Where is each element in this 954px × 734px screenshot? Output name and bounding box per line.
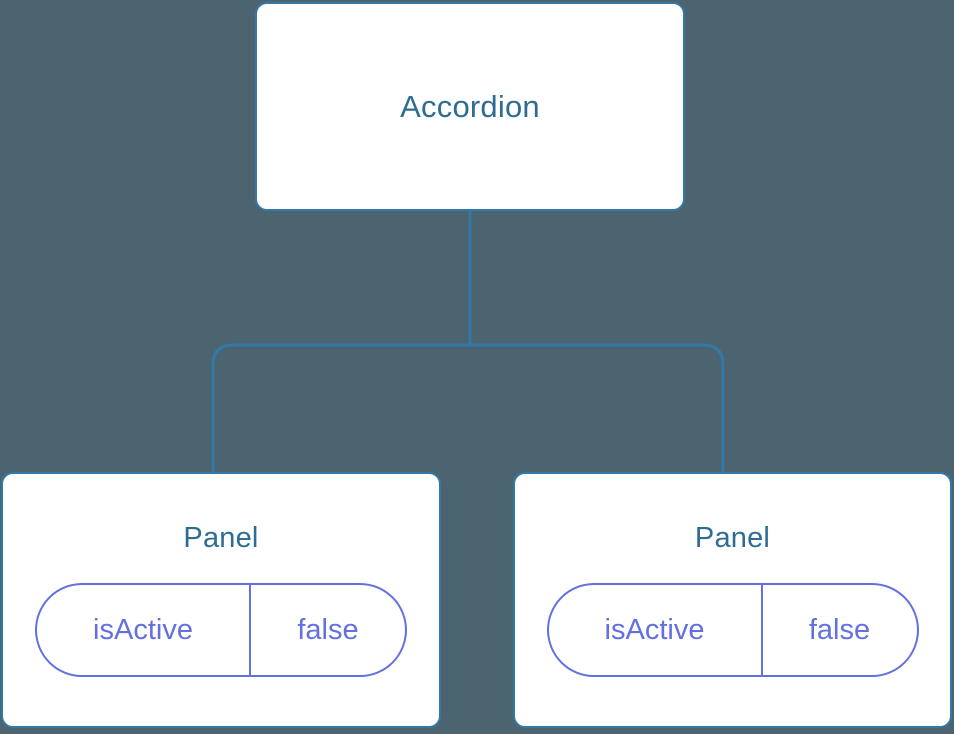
- node-panel-1[interactable]: Panel isActive false: [513, 472, 952, 728]
- node-panel-0-prop-isactive[interactable]: isActive false: [35, 583, 407, 677]
- prop-key: isActive: [37, 585, 251, 675]
- prop-value: false: [808, 613, 871, 646]
- node-panel-1-label: Panel: [694, 522, 771, 554]
- prop-key: isActive: [549, 585, 763, 675]
- prop-value: false: [297, 613, 359, 646]
- node-panel-1-prop-isactive[interactable]: isActive false: [546, 583, 919, 677]
- connector-branch-right: [470, 343, 725, 474]
- node-accordion[interactable]: Accordion: [255, 2, 685, 211]
- node-panel-0-label: Panel: [183, 522, 259, 554]
- connector-branch-left: [211, 343, 470, 474]
- node-panel-0[interactable]: Panel isActive false: [1, 472, 441, 728]
- node-accordion-label: Accordion: [400, 89, 540, 124]
